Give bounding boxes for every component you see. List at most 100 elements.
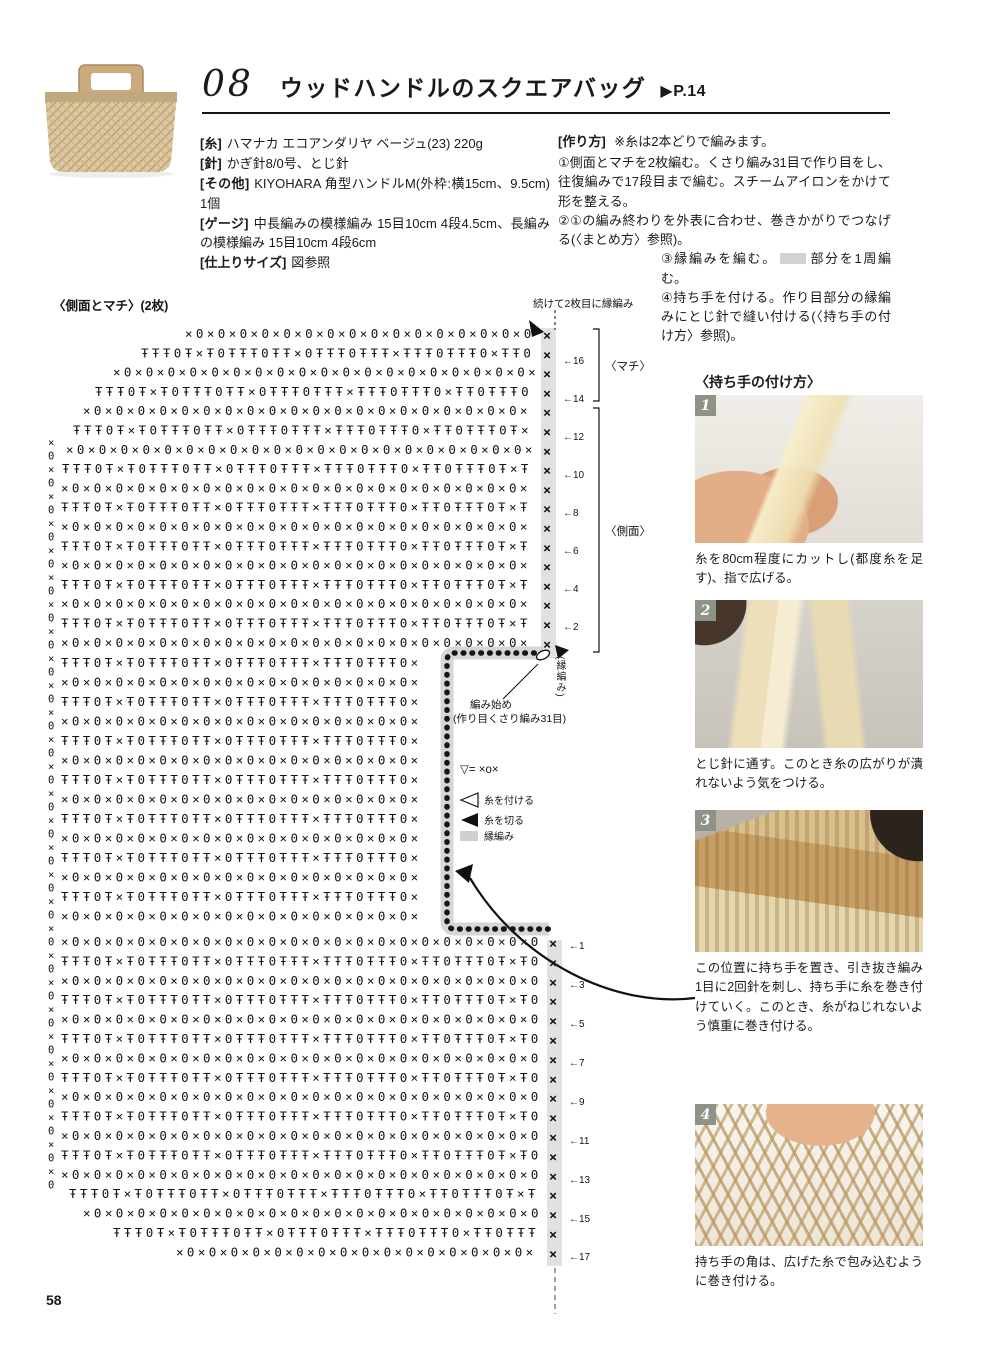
stitch-row: × [543,598,551,614]
stitch-row: × [549,1149,557,1165]
stitch-row: × [549,936,557,952]
stitch-row: × [48,761,54,773]
stitch-row: × [48,977,54,989]
stitch-row: × [48,815,54,827]
howto-step-4: 4 持ち手の角は、広げた糸で包み込むように巻き付ける。 [695,1104,923,1292]
row-label: ←2 [563,622,579,633]
photo-step-4 [695,1104,923,1246]
step-caption: 持ち手の角は、広げた糸で包み込むように巻き付ける。 [695,1255,923,1289]
row-label: ←9 [569,1097,585,1108]
howto-step-1: 1 糸を80cm程度にカットし(都度糸を足す)、指で広げる。 [695,395,923,589]
stitch-row: ×0×0×0×0×0×0×0×0×0×0×0×0×0×0×0×0× [176,1244,537,1259]
stitch-row: 0 [48,721,54,733]
photo-step-1 [695,395,923,543]
stitch-row: × [48,1166,54,1178]
row-label: ←16 [563,356,585,367]
stitch-row: × [48,1031,54,1043]
stitch-row: 0 [48,1153,54,1165]
stitch-row: ×0×0×0×0×0×0×0×0×0×0×0×0×0×0×0×0×0×0×0×0… [61,1089,542,1104]
stitch-row: × [549,1208,557,1224]
bag-weave [45,94,177,172]
stitch-row: ŦŦŦ0Ŧ×Ŧ0ŦŦŦ0ŦŦ×0ŦŦŦ0ŦŦŦ×ŦŦŦ0ŦŦŦ0×ŦŦ0ŦŦŦ0… [61,1109,542,1124]
step-caption: 糸を80cm程度にカットし(都度糸を足す)、指で広げる。 [695,552,923,586]
stitch-row: 0 [48,1045,54,1057]
howto-step-2: 2 とじ針に通す。このとき糸の広がりが潰れないよう気をつける。 [695,600,923,794]
instructions-note: ※糸は2本どりで編みます。 [614,134,775,149]
bag-handle-hole [91,73,131,90]
stitch-row: × [543,463,551,479]
edge-highlight-notch [440,646,549,936]
foundation-chain-line [444,650,552,932]
stitch-row: × [549,1169,557,1185]
stitch-row: ŦŦŦ0Ŧ×Ŧ0ŦŦŦ0ŦŦ×0ŦŦŦ0ŦŦŦ×ŦŦŦ0ŦŦŦ0×ŦŦ0ŦŦŦ0… [62,461,532,476]
howto-title: 〈持ち手の付け方〉 [695,374,821,390]
start-label-2: (作り目くさり編み31目) [453,712,566,725]
stitch-row: × [549,1246,557,1262]
stitch-row: ×0×0×0×0×0×0×0×0×0×0×0×0×0×0×0×0×0×0×0×0… [61,635,531,650]
stitch-row: × [48,950,54,962]
legend-cut-label: 糸を切る [484,815,524,827]
row-label: ←12 [563,432,585,443]
stitch-row: × [543,405,551,421]
stitch-row: × [48,734,54,746]
step-number-badge: 4 [695,1104,716,1125]
stitch-row: 0 [48,802,54,814]
continue-arrow-icon [529,320,544,337]
stitch-row: × [48,1058,54,1070]
stitch-row: ×0×0×0×0×0×0×0×0×0×0×0×0×0×0×0×0×0×0×0×0… [83,403,531,418]
stitch-row: × [543,347,551,363]
stitch-row: ŦŦŦ0Ŧ×Ŧ0ŦŦŦ0ŦŦ×0ŦŦŦ0ŦŦŦ×ŦŦŦ0ŦŦŦ0× [61,733,422,748]
stitch-row: 0 [48,964,54,976]
material-row: [針]かぎ針8/0号、とじ針 [200,156,349,172]
row-label: ←13 [569,1175,591,1186]
stitch-row: × [48,653,54,665]
stitch-row: × [549,955,557,971]
stitch-row: × [48,626,54,638]
stitch-row: 0 [48,667,54,679]
stitch-row: ŦŦŦ0Ŧ×Ŧ0ŦŦŦ0ŦŦ×0ŦŦŦ0ŦŦŦ×ŦŦŦ0ŦŦŦ0× [61,811,422,826]
stitch-row: 0 [48,478,54,490]
stitch-row: ŦŦŦ0Ŧ×Ŧ0ŦŦŦ0ŦŦ×0ŦŦŦ0ŦŦŦ×ŦŦŦ0ŦŦŦ0×ŦŦ0ŦŦŦ0… [61,616,531,631]
step-number-badge: 1 [695,395,716,416]
row-label: ←3 [569,980,585,991]
material-row: [糸]ハマナカ エコアンダリヤ ベージュ(23) 220g [200,136,483,151]
cut-yarn-icon [461,813,478,827]
stitch-row: 0 [48,586,54,598]
stitch-row: × [549,975,557,991]
stitch-row: ŦŦŦ0Ŧ×Ŧ0ŦŦŦ0ŦŦ×0ŦŦŦ0ŦŦŦ×ŦŦŦ0ŦŦŦ0×ŦŦ0ŦŦŦ0… [61,1031,542,1046]
stitch-row: 0 [48,694,54,706]
stitch-row: × [543,521,551,537]
stitch-row: × [48,1112,54,1124]
stitch-row: × [549,1111,557,1127]
item-number: 08 [202,64,254,105]
cut-yarn-marker-icon [555,645,569,659]
stitch-row: × [48,599,54,611]
page-number: 58 [46,1292,62,1308]
stitch-row: × [549,1052,557,1068]
stitch-row: × [543,482,551,498]
stitch-row: 0 [48,748,54,760]
stitch-row: 0 [48,532,54,544]
row-label: ←5 [569,1019,585,1030]
page-ref: ▶P.14 [660,83,707,100]
header: 08 ウッドハンドルのスクエアバッグ ▶P.14 [202,64,890,114]
photo-step-3 [695,810,923,952]
stitch-row: 0 [48,1099,54,1111]
machi-bracket [593,328,600,402]
stitch-row: 0 [48,451,54,463]
crochet-chart: ×0×0×0×0×0×0×0×0×0×0×0×0×0×0×0×0ŦŦŦ0Ŧ×Ŧ0… [48,297,651,1314]
row-label: ←15 [569,1214,591,1225]
row-label: ←7 [569,1058,585,1069]
stitch-row: 0 [48,1126,54,1138]
row-label: ←14 [563,394,585,405]
materials-list: [糸]ハマナカ エコアンダリヤ ベージュ(23) 220g [針]かぎ針8/0号… [200,134,550,274]
step-caption: この位置に持ち手を置き、引き抜き編み1目に2回針を刺し、持ち手に糸を巻き付けてい… [695,961,923,1034]
stitch-row: × [543,444,551,460]
stitch-row: ŦŦŦ0Ŧ×Ŧ0ŦŦŦ0ŦŦ×0ŦŦŦ0ŦŦŦ×ŦŦŦ0ŦŦŦ0× [61,655,422,670]
stitch-row: ŦŦŦ0Ŧ×Ŧ0ŦŦŦ0ŦŦ×0ŦŦŦ0ŦŦŦ×ŦŦŦ0ŦŦŦ0× [61,850,422,865]
page-title: ウッドハンドルのスクエアバッグ [279,75,647,101]
header-rule [202,112,890,114]
instruction-step-3: ③縁編みを編む。部分を1周編む。 [661,251,892,286]
chart-title: 〈側面とマチ〉(2枚) [53,298,168,313]
stitch-row: × [549,1033,557,1049]
